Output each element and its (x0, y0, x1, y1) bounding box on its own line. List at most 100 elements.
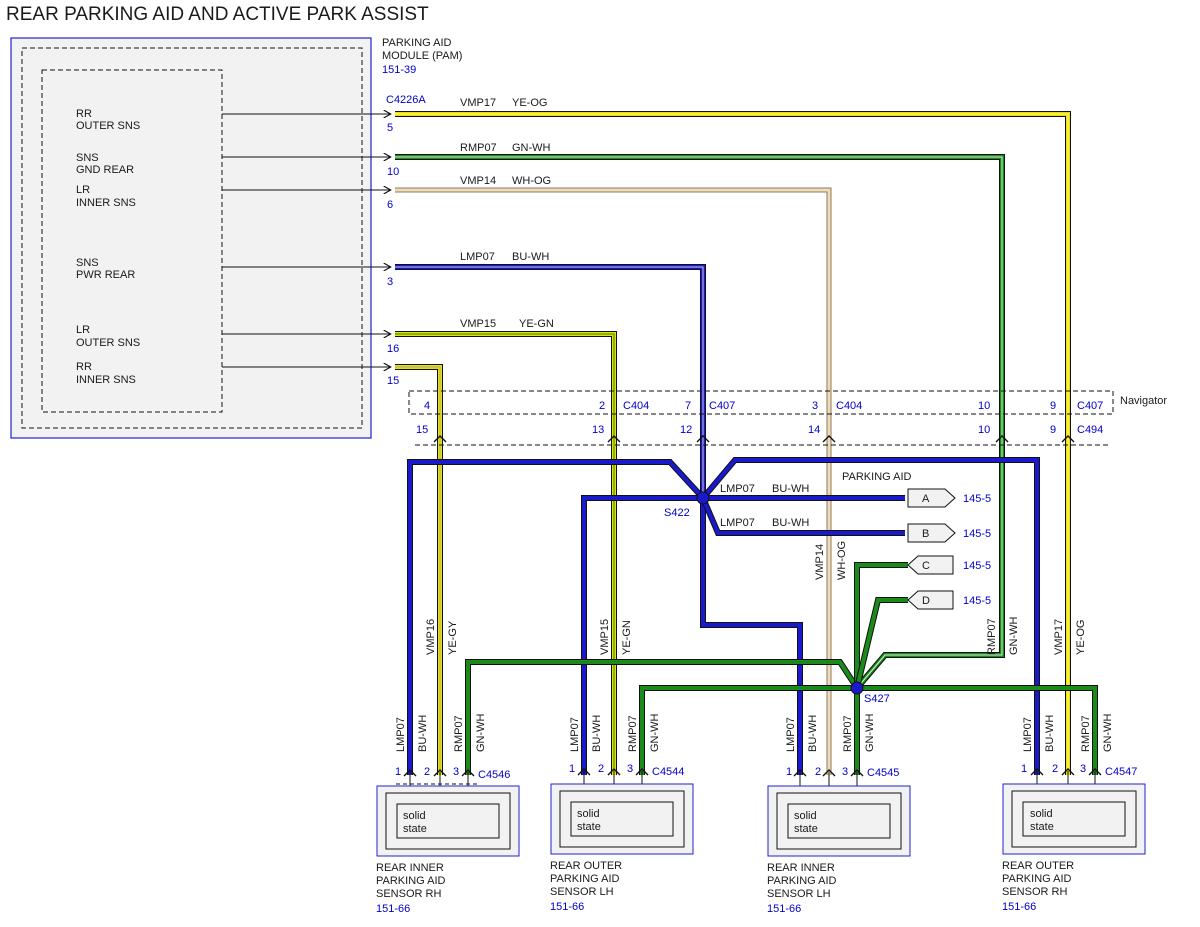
pin-number: 6 (387, 199, 393, 211)
svg-text:1: 1 (395, 766, 401, 778)
svg-text:LMP07: LMP07 (395, 717, 407, 752)
svg-text:solid: solid (577, 808, 600, 820)
svg-text:RMP07: RMP07 (1080, 715, 1092, 752)
inline-conn: C404 (623, 400, 649, 412)
svg-text:GN-WH: GN-WH (1102, 713, 1114, 752)
svg-text:state: state (577, 821, 601, 833)
pin-label-line1: SNS (76, 152, 99, 164)
inline-pin: 13 (592, 424, 604, 436)
pin-number: 16 (387, 343, 399, 355)
svg-text:3: 3 (1080, 763, 1086, 775)
wire-circuit: VMP15 (460, 318, 496, 330)
diagram-title: REAR PARKING AID AND ACTIVE PARK ASSIST (6, 4, 429, 25)
pin-label-line2: PWR REAR (76, 269, 135, 281)
svg-text:1: 1 (569, 763, 575, 775)
wire-color: BU-WH (512, 251, 549, 263)
wire-color: BU-WH (772, 483, 809, 495)
svg-text:C4544: C4544 (652, 766, 684, 778)
sensor-c4547: LMP07 BU-WH RMP07 GN-WH 1 2 3 C4547 soli… (1002, 713, 1146, 913)
tag-a: A (907, 488, 956, 508)
svg-text:C4547: C4547 (1105, 766, 1137, 778)
tag-letter: A (922, 493, 930, 505)
inline-pin: 10 (978, 400, 990, 412)
svg-text:state: state (794, 823, 818, 835)
svg-text:BU-WH: BU-WH (807, 715, 819, 752)
svg-text:RMP07: RMP07 (842, 715, 854, 752)
module-name-line1: PARKING AID (382, 37, 452, 49)
svg-text:1: 1 (1021, 763, 1027, 775)
svg-text:BU-WH: BU-WH (1044, 715, 1056, 752)
tag-ref: 145-5 (963, 560, 991, 572)
inline-pin: 9 (1050, 424, 1056, 436)
wire-color: BU-WH (772, 517, 809, 529)
svg-text:3: 3 (627, 763, 633, 775)
svg-text:solid: solid (1030, 808, 1053, 820)
wire-color: YE-OG (512, 97, 547, 109)
svg-text:VMP15: VMP15 (599, 619, 611, 655)
svg-text:151-66: 151-66 (550, 901, 584, 913)
svg-text:RMP07: RMP07 (453, 715, 465, 752)
svg-text:VMP14: VMP14 (814, 544, 826, 580)
splice-s427 (850, 681, 864, 695)
svg-text:PARKING AID: PARKING AID (376, 875, 446, 887)
svg-text:VMP17: VMP17 (1053, 619, 1065, 655)
svg-text:3: 3 (842, 766, 848, 778)
svg-text:REAR INNER: REAR INNER (767, 862, 835, 874)
svg-text:GN-WH: GN-WH (649, 713, 661, 752)
pin-label-line2: INNER SNS (76, 197, 136, 209)
svg-text:SENSOR RH: SENSOR RH (376, 888, 441, 900)
module-name-line2: MODULE (PAM) (382, 50, 462, 62)
wire-color: WH-OG (512, 175, 551, 187)
tag-c: C (907, 555, 954, 575)
inline-pin: 9 (1050, 400, 1056, 412)
sensor-c4545: LMP07 BU-WH RMP07 GN-WH 1 2 3 C4545 soli… (767, 713, 911, 915)
svg-text:solid: solid (403, 810, 426, 822)
pin-number: 5 (387, 122, 393, 134)
svg-text:GN-WH: GN-WH (864, 713, 876, 752)
tag-ref: 145-5 (963, 528, 991, 540)
parking-aid-module (10, 37, 372, 439)
svg-text:2: 2 (1052, 763, 1058, 775)
splice-label: S427 (864, 693, 890, 705)
pin-label-line2: OUTER SNS (76, 120, 140, 132)
svg-text:2: 2 (598, 763, 604, 775)
inline-pin: 7 (685, 400, 691, 412)
wire-circuit: VMP14 (460, 175, 496, 187)
inline-connectors (408, 390, 1114, 446)
sensor-c4544: LMP07 BU-WH RMP07 GN-WH 1 2 3 C4544 soli… (550, 713, 694, 913)
inline-conn: C494 (1077, 424, 1103, 436)
wires (395, 111, 1098, 775)
pin-label-line1: RR (76, 108, 92, 120)
svg-text:GN-WH: GN-WH (475, 713, 487, 752)
svg-text:C4545: C4545 (867, 767, 899, 779)
svg-text:REAR OUTER: REAR OUTER (1002, 860, 1074, 872)
svg-text:C4546: C4546 (478, 769, 510, 781)
wire-circuit: RMP07 (460, 142, 497, 154)
svg-text:WH-OG: WH-OG (836, 541, 848, 580)
svg-text:LMP07: LMP07 (785, 717, 797, 752)
splice-label: S422 (664, 507, 690, 519)
svg-text:151-66: 151-66 (376, 903, 410, 915)
svg-text:RMP07: RMP07 (986, 618, 998, 655)
inline-pin: 3 (812, 400, 818, 412)
svg-text:PARKING AID: PARKING AID (550, 873, 620, 885)
inline-conn: C407 (709, 400, 735, 412)
svg-text:YE-OG: YE-OG (1075, 620, 1087, 655)
pin-label-line1: LR (76, 184, 90, 196)
svg-text:BU-WH: BU-WH (417, 715, 429, 752)
wire-circuit: VMP17 (460, 97, 496, 109)
svg-text:BU-WH: BU-WH (591, 715, 603, 752)
inline-pin: 4 (424, 400, 430, 412)
pin-label-line1: SNS (76, 257, 99, 269)
svg-text:GN-WH: GN-WH (1008, 616, 1020, 655)
wire-circuit: LMP07 (720, 483, 755, 495)
svg-text:LMP07: LMP07 (569, 717, 581, 752)
svg-text:2: 2 (424, 766, 430, 778)
svg-text:LMP07: LMP07 (1022, 717, 1034, 752)
svg-text:PARKING AID: PARKING AID (767, 875, 837, 887)
tag-ref: 145-5 (963, 493, 991, 505)
vertical-wire-labels: VMP16 YE-GY VMP15 YE-GN VMP14 WH-OG RMP0… (425, 541, 1087, 655)
navigator-label: Navigator (1120, 395, 1167, 407)
inline-pin: 10 (978, 424, 990, 436)
